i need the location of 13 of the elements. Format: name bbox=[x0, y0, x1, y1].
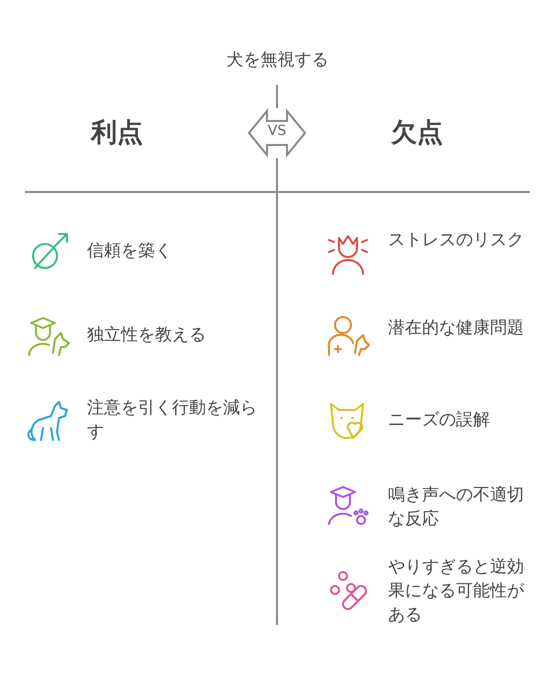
item-text: 潜在的な健康問題 bbox=[388, 316, 533, 340]
item-text: ストレスのリスク bbox=[388, 228, 533, 252]
column-heading: 欠点 bbox=[362, 115, 472, 150]
item-text: 注意を引く行動を減らす bbox=[87, 396, 257, 444]
title-text: 犬を無視する bbox=[226, 49, 330, 72]
double-arrow-shape bbox=[247, 108, 307, 158]
vs-text: VS bbox=[266, 123, 288, 139]
item-text: ニーズの誤解 bbox=[388, 408, 533, 432]
item-text: 独立性を教える bbox=[87, 323, 257, 347]
item-text: やりすぎると逆効果になる可能性がある bbox=[388, 555, 533, 627]
item-text: 鳴き声への不適切な反応 bbox=[388, 483, 533, 531]
column-heading: 利点 bbox=[62, 115, 172, 150]
item-text: 信頼を築く bbox=[87, 239, 257, 263]
